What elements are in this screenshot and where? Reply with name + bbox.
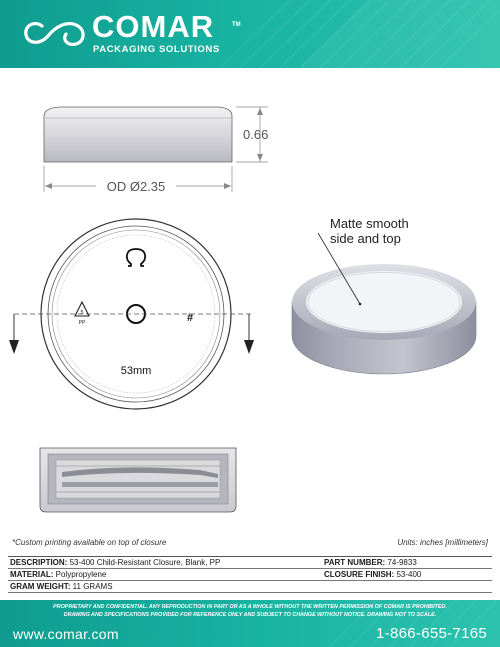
header-banner: COMAR TM PACKAGING SOLUTIONS [0,0,500,68]
units-note: Units: inches [millimeters] [397,538,488,547]
description-cell: DESCRIPTION: 53-400 Child-Resistant Clos… [10,557,220,568]
svg-text:PP: PP [79,320,86,326]
closure-finish-label: CLOSURE FINISH: [324,570,395,579]
material-label: MATERIAL: [10,570,54,579]
brand-name: COMAR [92,9,215,44]
gram-weight-cell: GRAM WEIGHT: 11 GRAMS [10,581,113,592]
part-number-cell: PART NUMBER: 74-9833 [324,557,417,568]
disclaimer-line-1: PROPRIETARY AND CONFIDENTIAL. ANY REPROD… [53,604,447,610]
part-number-value: 74-9833 [387,558,417,567]
omega-icon [125,248,147,267]
gram-weight-label: GRAM WEIGHT: [10,582,71,591]
description-label: DESCRIPTION: [10,558,68,567]
closure-finish-value: 53-400 [396,570,422,579]
custom-printing-note: *Custom printing available on top of clo… [12,538,167,547]
recycle-pp-icon: 5 PP [74,300,90,326]
gram-weight-value: 11 GRAMS [72,582,113,591]
material-cell: MATERIAL: Polypropylene [10,569,106,580]
cap-size-label: 53mm [121,365,152,377]
section-view [39,447,237,513]
phone-number[interactable]: 1-866-655-7165 [376,625,487,642]
footer-stripes [329,600,498,647]
height-dimension [236,106,268,163]
side-view [43,106,233,163]
spec-row: GRAM WEIGHT: 11 GRAMS [8,581,492,593]
spec-row: MATERIAL: Polypropylene CLOSURE FINISH: … [8,569,492,581]
height-dimension-label: 0.66 [243,127,268,142]
infinity-swirl-icon [24,22,85,46]
brand-tagline: PACKAGING SOLUTIONS [93,44,220,55]
spec-table: DESCRIPTION: 53-400 Child-Resistant Clos… [8,556,492,593]
callout-line-1: Matte smooth [330,216,409,231]
material-value: Polypropylene [55,570,107,579]
closure-finish-cell: CLOSURE FINISH: 53-400 [324,569,421,580]
hash-mark: # [187,312,193,324]
part-number-label: PART NUMBER: [324,558,386,567]
disclaimer-line-2: DRAWING AND SPECIFICATIONS PROVIDED FOR … [63,612,437,618]
header-stripes [219,0,500,68]
od-dimension-label: OD Ø2.35 [107,179,166,194]
description-value: 53-400 Child-Resistant Closure, Blank, P… [69,558,221,567]
svg-text:5: 5 [80,310,83,316]
technical-drawing: 0.66 OD Ø2.35 5 PP # 53mm [9,106,477,513]
od-dimension [43,166,233,192]
callout-leader [317,232,362,306]
callout-line-2: side and top [330,231,401,246]
website-link[interactable]: www.comar.com [13,626,119,642]
disclaimer: PROPRIETARY AND CONFIDENTIAL. ANY REPROD… [0,603,500,619]
top-view [9,218,254,410]
closure-3d-render [291,264,477,375]
trademark-mark: TM [232,22,241,28]
spec-row: DESCRIPTION: 53-400 Child-Resistant Clos… [8,557,492,569]
footer-banner: PROPRIETARY AND CONFIDENTIAL. ANY REPROD… [0,600,500,647]
